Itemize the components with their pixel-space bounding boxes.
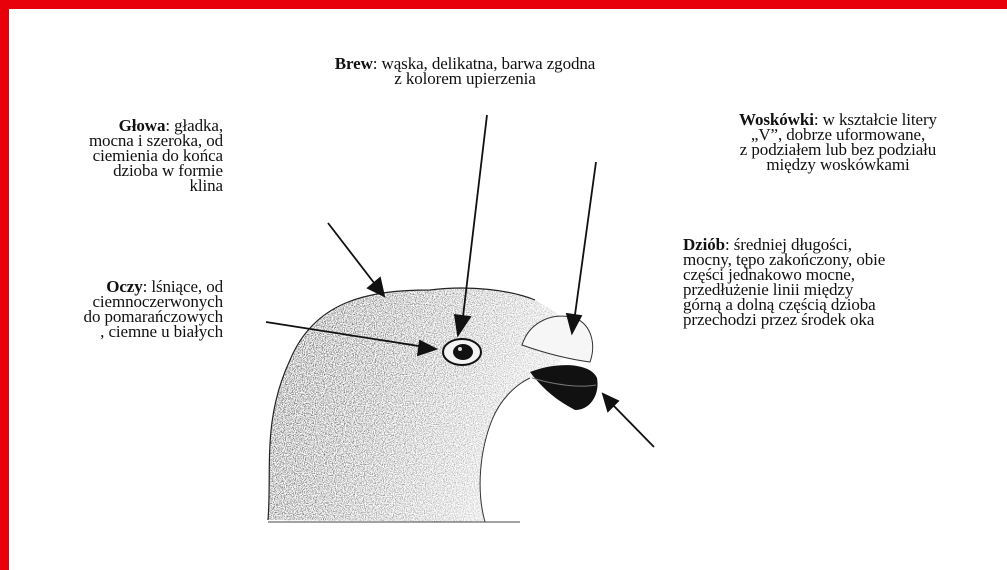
- arrow-glowa: [328, 223, 384, 296]
- label-glowa: Głowa: gładka, mocna i szeroka, od ciemi…: [20, 118, 223, 193]
- eye: [443, 339, 481, 365]
- beak: [530, 365, 598, 410]
- term-brew: Brew: [335, 54, 373, 73]
- arrow-dziob: [603, 394, 654, 447]
- text-glowa-5: klina: [20, 178, 223, 193]
- pigeon-head: [268, 288, 568, 522]
- arrow-woskowki: [567, 162, 596, 333]
- label-dziob: Dziób: średniej długości, mocny, tępo za…: [683, 237, 993, 327]
- label-brew: Brew: wąska, delikatna, barwa zgodna z k…: [275, 56, 655, 86]
- text-woskowki-4: między woskówkami: [690, 157, 986, 172]
- text-dziob-6: przechodzi przez środek oka: [683, 312, 993, 327]
- label-oczy: Oczy: lśniące, od ciemnoczerwonych do po…: [20, 279, 223, 339]
- label-woskowki: Woskówki: w kształcie litery „V”, dobrze…: [690, 112, 986, 172]
- text-oczy-4: , ciemne u białych: [20, 324, 223, 339]
- text-brew-2: z kolorem upierzenia: [275, 71, 655, 86]
